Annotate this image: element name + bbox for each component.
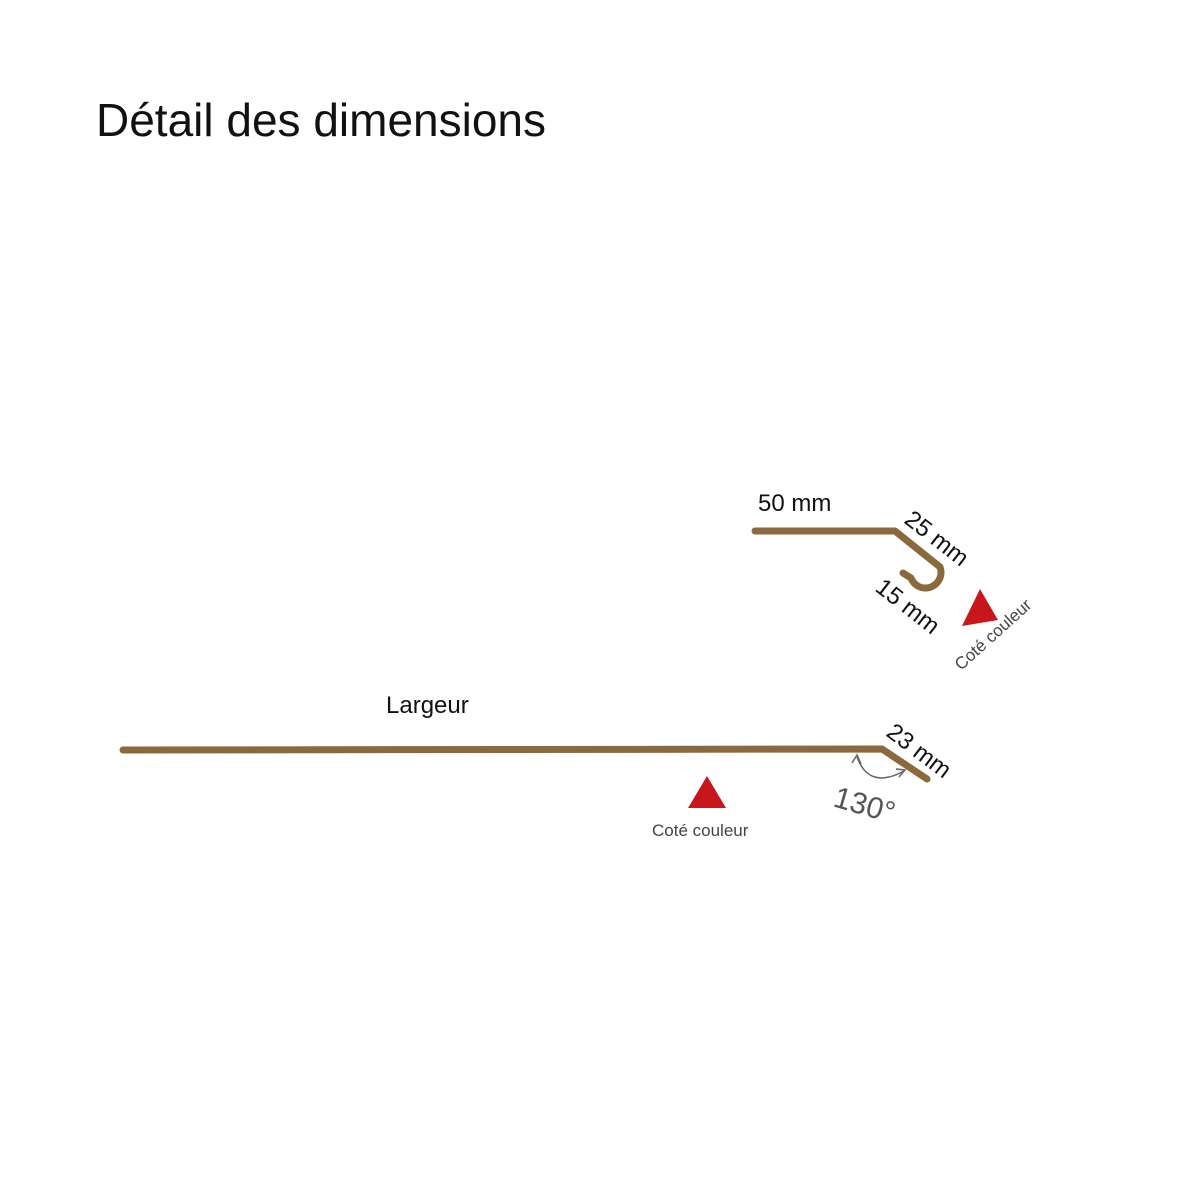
top-profile: 50 mm 25 mm 15 mm Coté couleur xyxy=(751,490,1036,674)
bottom-color-side-label: Coté couleur xyxy=(652,821,749,840)
width-label: Largeur xyxy=(386,692,469,719)
bottom-color-side-marker xyxy=(688,776,726,808)
angle-label: 130° xyxy=(830,781,899,830)
angle-arrow-end xyxy=(895,768,907,778)
top-color-side-marker xyxy=(962,589,998,626)
bottom-profile: Largeur 23 mm 130° Coté couleur xyxy=(119,692,956,840)
top-profile-shape xyxy=(751,527,945,592)
bottom-profile-shape xyxy=(119,745,931,783)
top-color-side-label: Coté couleur xyxy=(951,595,1036,674)
top-flat-dimension: 50 mm xyxy=(758,490,831,517)
angle-arc xyxy=(856,756,905,779)
page-title: Détail des dimensions xyxy=(96,94,546,146)
angle-arrow-start xyxy=(851,753,862,765)
